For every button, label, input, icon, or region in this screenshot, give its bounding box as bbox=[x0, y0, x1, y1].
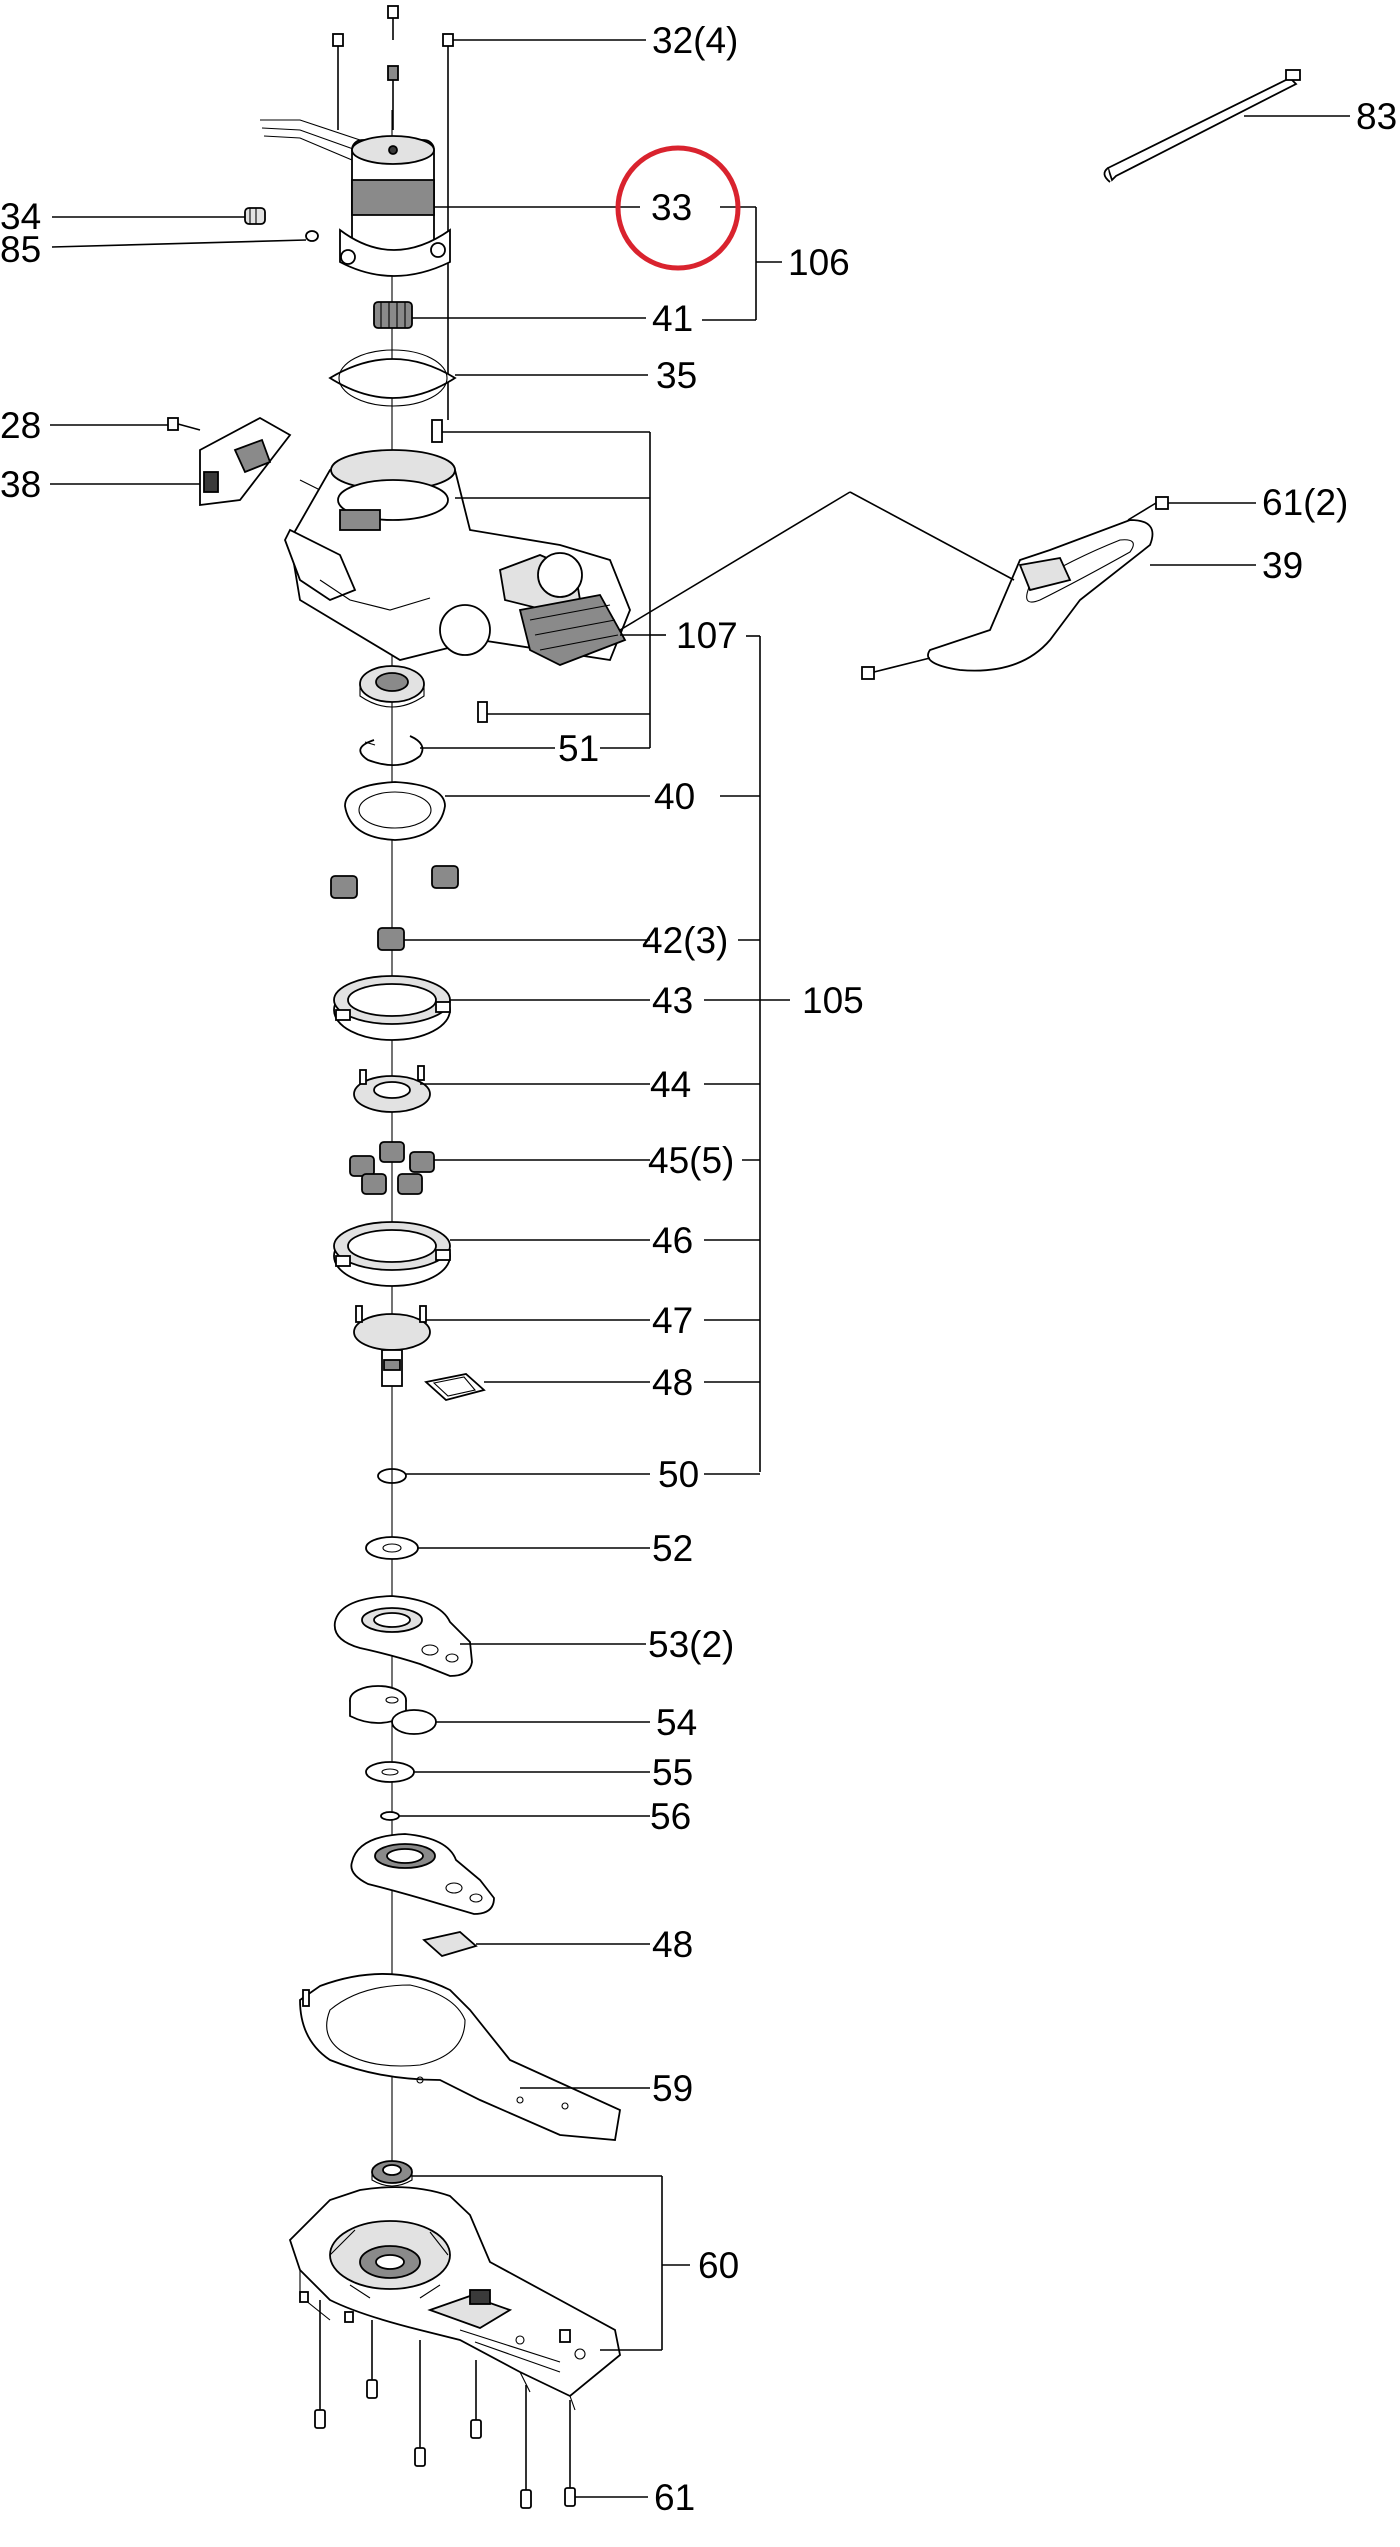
bearing-part bbox=[359, 665, 425, 708]
label-105: 105 bbox=[802, 980, 864, 1021]
gasket-part-40 bbox=[344, 781, 446, 841]
circlip-part-50 bbox=[377, 1468, 407, 1484]
washer-part-56 bbox=[380, 1811, 400, 1821]
motor-part-33 bbox=[260, 119, 451, 277]
label-41: 41 bbox=[652, 298, 693, 339]
label-61-bottom: 61 bbox=[654, 2477, 695, 2518]
output-shaft-part-47 bbox=[353, 1305, 431, 1387]
ring-gear-part-43 bbox=[333, 975, 451, 1041]
label-83: 83 bbox=[1356, 96, 1397, 137]
gear-housing-part-107 bbox=[284, 449, 631, 666]
planet-gears-part-42 bbox=[330, 865, 459, 951]
plate-part-48-lower bbox=[422, 1931, 478, 1958]
washer-part-52 bbox=[365, 1536, 419, 1560]
label-51: 51 bbox=[558, 728, 599, 769]
label-56: 56 bbox=[650, 1796, 691, 1837]
carrier-part-44 bbox=[353, 1065, 431, 1113]
ring-gear-part-46 bbox=[333, 1221, 451, 1287]
plate-part-48-upper bbox=[424, 1373, 486, 1401]
label-46: 46 bbox=[652, 1220, 693, 1261]
label-107: 107 bbox=[676, 615, 738, 656]
label-60: 60 bbox=[698, 2245, 739, 2286]
crank-part-53-lower bbox=[350, 1833, 495, 1915]
bearing-part-60 bbox=[371, 2160, 413, 2187]
label-59: 59 bbox=[652, 2068, 693, 2109]
label-53: 53(2) bbox=[648, 1624, 734, 1665]
label-45: 45(5) bbox=[648, 1140, 734, 1181]
label-44: 44 bbox=[650, 1064, 691, 1105]
highlight-circle bbox=[615, 145, 741, 271]
label-28: 28 bbox=[0, 405, 41, 446]
rod-part-83 bbox=[1103, 69, 1301, 183]
label-38: 38 bbox=[0, 464, 41, 505]
planet-gears-part-45 bbox=[349, 1141, 435, 1195]
label-85: 85 bbox=[0, 229, 41, 270]
pinion-part-41 bbox=[373, 301, 413, 329]
callout-labels: 32(4) 83 33 106 34 85 41 35 28 38 61(2) … bbox=[0, 20, 1397, 2518]
label-48-lower: 48 bbox=[652, 1924, 693, 1965]
label-42: 42(3) bbox=[642, 920, 728, 961]
label-55: 55 bbox=[652, 1752, 693, 1793]
pin-part bbox=[431, 419, 443, 443]
label-40: 40 bbox=[654, 776, 695, 817]
label-54: 54 bbox=[656, 1702, 697, 1743]
screw-61-group bbox=[314, 2300, 576, 2509]
label-61-top: 61(2) bbox=[1262, 482, 1348, 523]
label-32: 32(4) bbox=[652, 20, 738, 61]
switch-part-38 bbox=[167, 416, 292, 507]
leader-lines bbox=[50, 39, 1350, 2498]
washer-part-55 bbox=[365, 1761, 415, 1783]
label-43: 43 bbox=[652, 980, 693, 1021]
base-housing-part-60 bbox=[288, 2186, 621, 2411]
ring-part-85 bbox=[305, 230, 319, 242]
label-48-upper: 48 bbox=[652, 1362, 693, 1403]
label-52: 52 bbox=[652, 1528, 693, 1569]
label-50: 50 bbox=[658, 1454, 699, 1495]
crank-part-53 bbox=[333, 1595, 473, 1677]
label-39: 39 bbox=[1262, 545, 1303, 586]
label-106: 106 bbox=[788, 242, 850, 283]
dowel-pin-part bbox=[477, 701, 488, 723]
label-47: 47 bbox=[652, 1300, 693, 1341]
spring-part-34 bbox=[244, 207, 266, 225]
eccentric-part-54 bbox=[349, 1685, 437, 1735]
gasket-part-35 bbox=[328, 349, 457, 407]
gasket-part-59 bbox=[299, 1973, 622, 2141]
label-34: 34 bbox=[0, 196, 41, 237]
handle-part-39 bbox=[861, 496, 1169, 680]
label-35: 35 bbox=[656, 355, 697, 396]
snap-ring-part-51 bbox=[359, 735, 424, 766]
label-33: 33 bbox=[651, 187, 692, 228]
